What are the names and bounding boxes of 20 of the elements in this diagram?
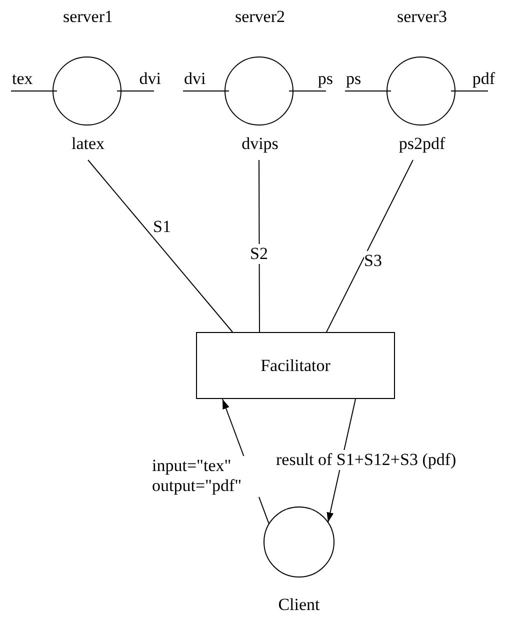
server-name: server3 bbox=[396, 8, 448, 27]
process-box: Facilitator bbox=[196, 332, 395, 399]
input-format-label: dvi bbox=[184, 70, 206, 89]
connector-line bbox=[326, 160, 414, 332]
server-name: server2 bbox=[234, 8, 286, 27]
input-format-label: tex bbox=[12, 70, 33, 89]
client-label: Client bbox=[277, 596, 321, 615]
connector-line bbox=[258, 160, 260, 332]
edge-label: S2 bbox=[250, 244, 268, 264]
edge-label: input="tex" output="pdf" bbox=[152, 456, 262, 497]
input-format-label: ps bbox=[346, 70, 362, 89]
output-format-label: ps bbox=[318, 70, 333, 89]
connector-line bbox=[88, 160, 233, 332]
program-name: dvips bbox=[240, 135, 280, 154]
output-format-label: pdf bbox=[472, 70, 495, 89]
output-format-label: dvi bbox=[139, 70, 161, 89]
program-name: latex bbox=[70, 135, 106, 154]
server-name: server1 bbox=[62, 8, 114, 27]
edge-label: result of S1+S12+S3 (pdf) bbox=[276, 450, 456, 470]
program-name: ps2pdf bbox=[398, 135, 446, 154]
